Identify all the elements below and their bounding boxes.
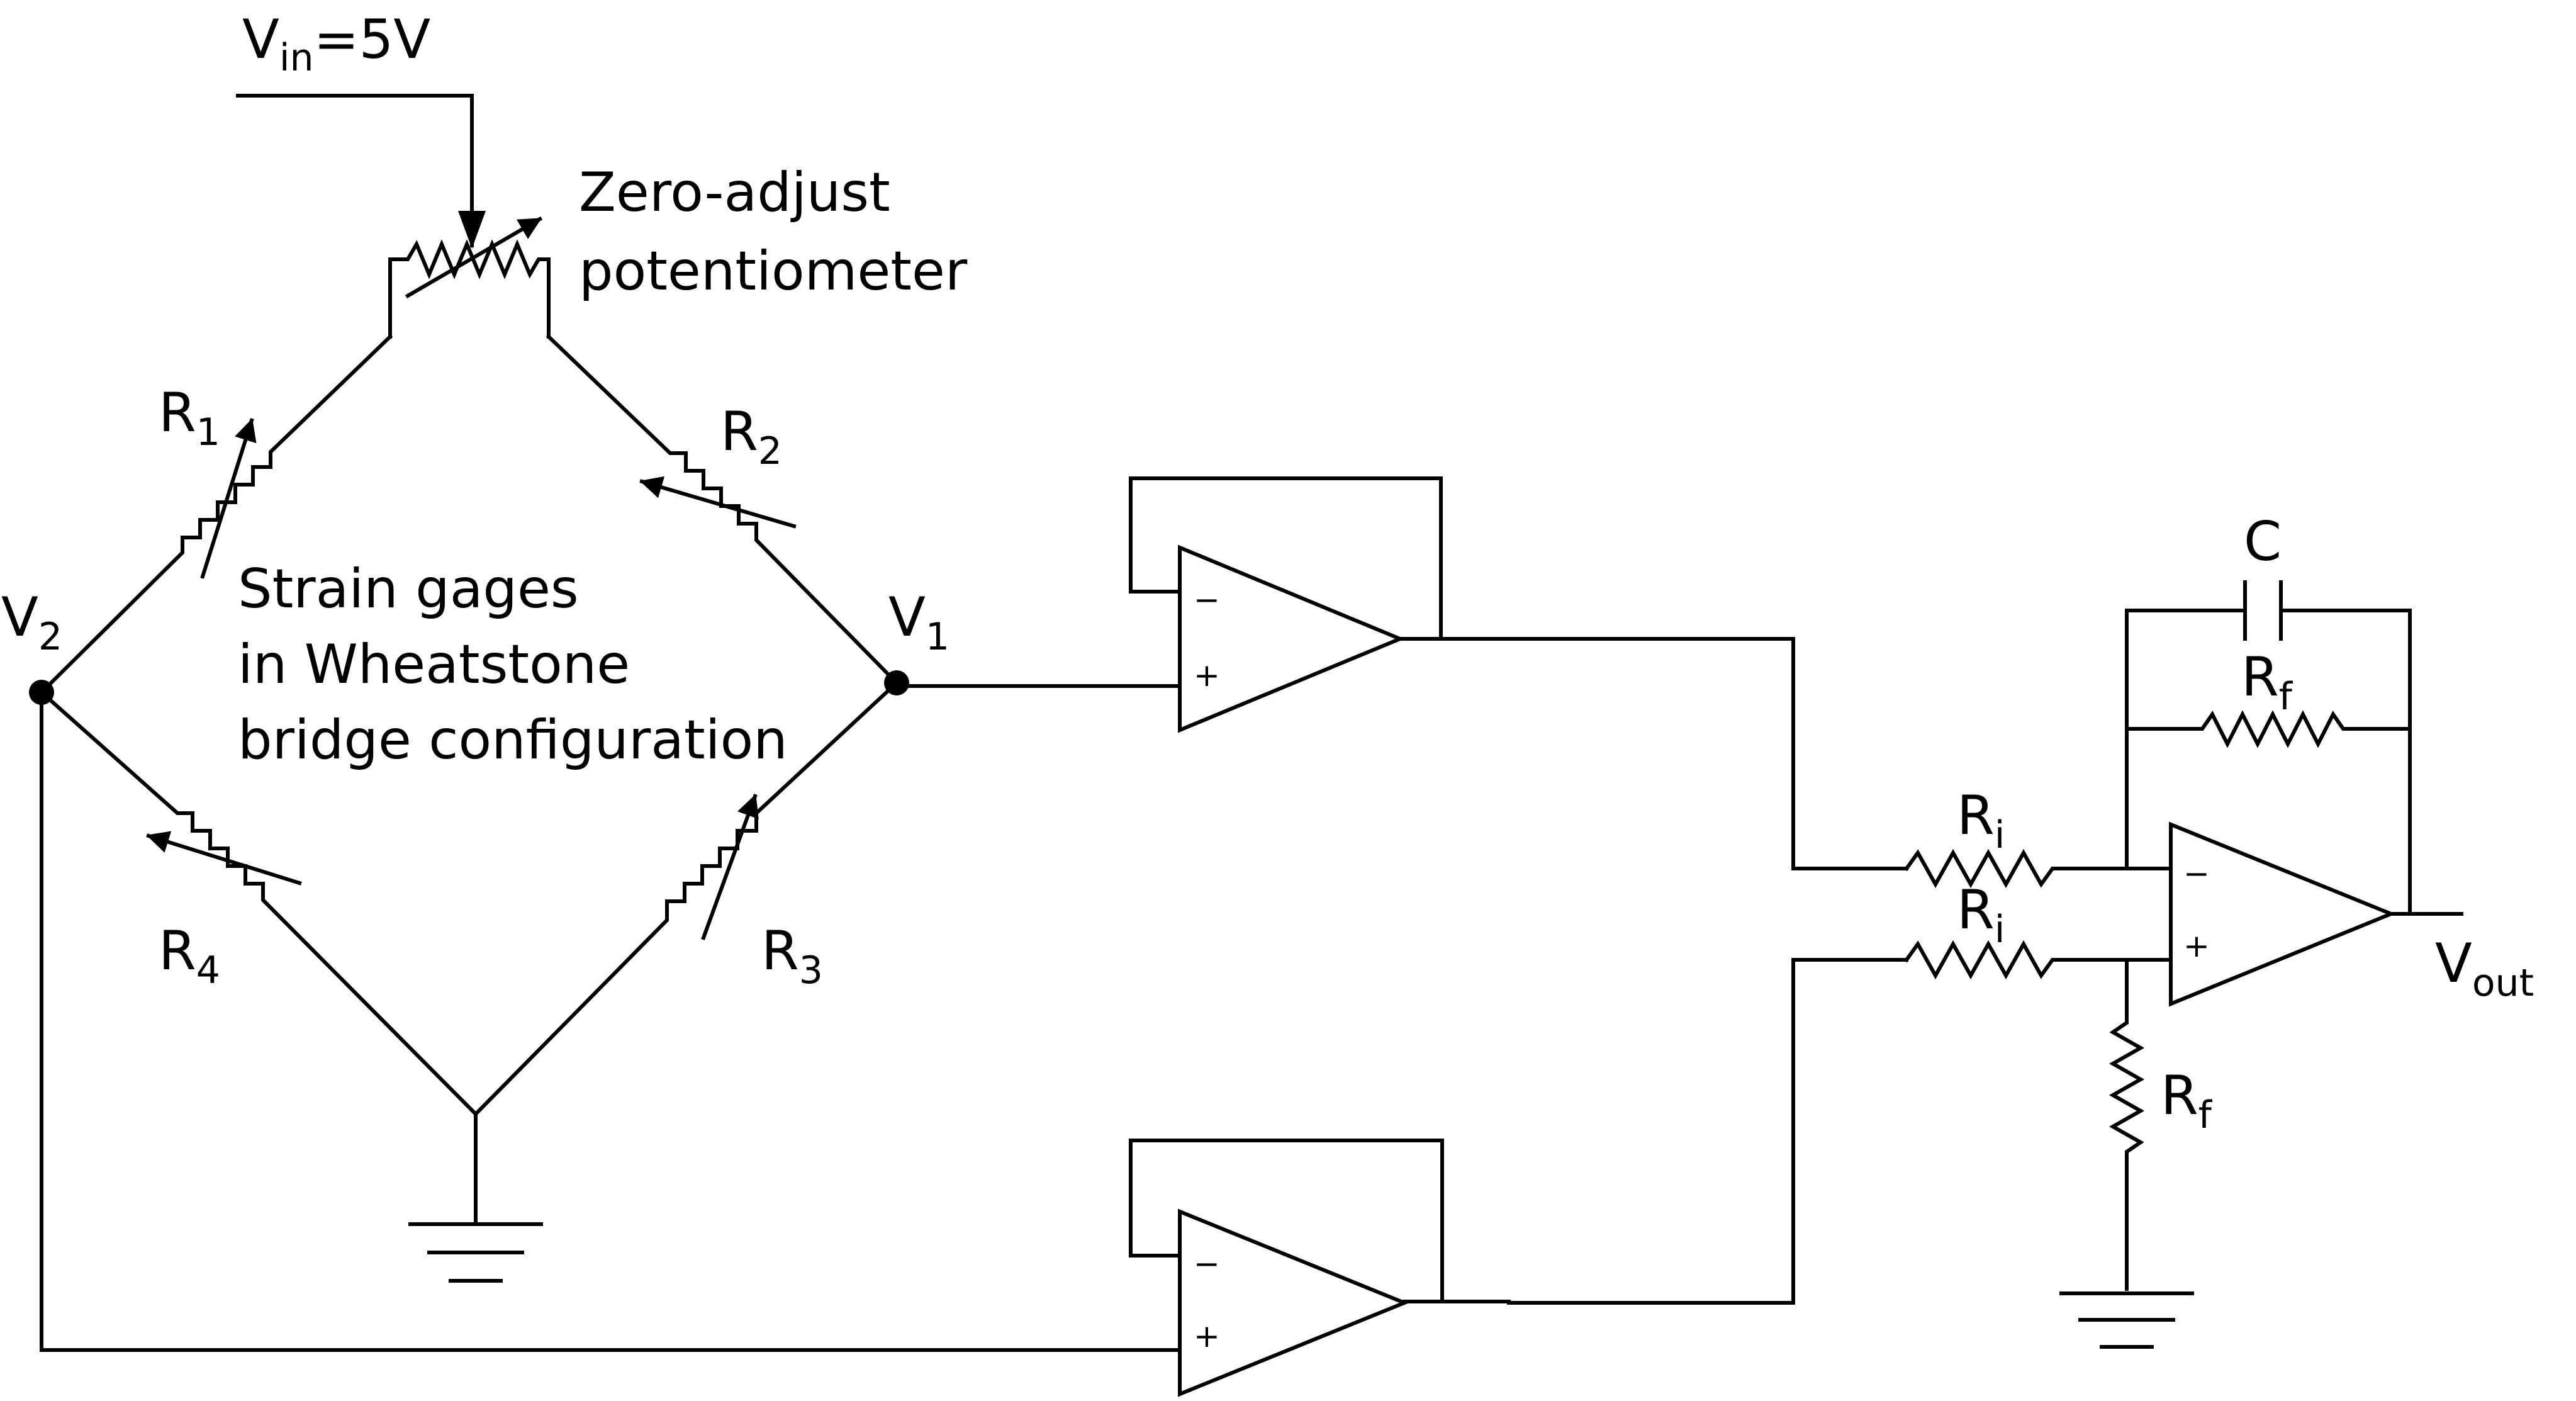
resistor-r3 (473, 680, 900, 1117)
r4-strain-arrow (146, 831, 302, 886)
resistor-rf-bottom (2108, 958, 2145, 1291)
resistor-ri-bottom (1903, 940, 2173, 980)
r3-strain-arrow (701, 794, 759, 940)
label-zero-adjust-line1: Zero-adjust (579, 161, 890, 224)
resistor-r4 (38, 689, 479, 1117)
opamp-top-feedback (1129, 476, 1443, 641)
bridge-ground-icon (408, 1222, 543, 1283)
label-vin: Vin=5V (242, 8, 430, 80)
r1-strain-arrow (200, 418, 257, 579)
buffer-opamp-top: − + (1129, 476, 1443, 733)
opamp-bottom-plus: + (1194, 1318, 1220, 1354)
label-v1: V1 (888, 586, 949, 659)
diff-opamp-minus: − (2183, 855, 2210, 892)
opamp-bottom-minus: − (1194, 1246, 1220, 1282)
resistor-r2 (546, 334, 900, 686)
vin-wire (236, 94, 474, 247)
r2-strain-arrow (639, 476, 797, 529)
label-strain-line2: in Wheatstone (238, 633, 630, 696)
vin-arrow-head (458, 211, 486, 249)
difference-opamp: − + (2169, 821, 2396, 1007)
label-rf-bottom: Rf (2161, 1064, 2213, 1137)
label-r1: R1 (159, 381, 220, 454)
wire-v2-to-buffer (40, 690, 1182, 1352)
opamp-top-minus: − (1194, 582, 1220, 618)
label-v2: V2 (1, 586, 62, 659)
wire-buffer-bottom-to-ri (1440, 958, 1908, 1305)
opamp-bottom-feedback (1129, 1139, 1444, 1303)
resistor-ri-top (1903, 848, 2173, 889)
label-r3: R3 (761, 920, 823, 993)
opamp-top-plus: + (1194, 657, 1220, 694)
label-ri-top: Ri (1957, 784, 2005, 857)
wheatstone-bridge (29, 94, 909, 1283)
label-strain-line1: Strain gages (238, 558, 579, 621)
zero-adjust-arrow (405, 216, 543, 299)
wire-buffer-top-to-ri (1439, 637, 1908, 870)
resistor-rf-top (2125, 710, 2412, 748)
label-rf-top: Rf (2241, 646, 2293, 719)
label-capacitor-c: C (2244, 510, 2282, 573)
label-ri-bottom: Ri (1957, 879, 2005, 952)
opamp-top-triangle (1178, 544, 1405, 733)
node-v1-dot (884, 670, 909, 695)
diff-opamp-triangle (2169, 821, 2396, 1007)
opamp-bottom-triangle (1178, 1208, 1409, 1397)
label-strain-line3: bridge configuration (238, 709, 788, 772)
diff-ground-icon (2059, 1291, 2194, 1349)
label-r4: R4 (159, 920, 220, 993)
buffer-opamp-bottom: − + (1129, 1139, 1444, 1397)
label-r2: R2 (720, 400, 782, 473)
label-vout: Vout (2435, 932, 2534, 1005)
label-zero-adjust-line2: potentiometer (579, 240, 968, 303)
diff-opamp-plus: + (2183, 928, 2210, 964)
